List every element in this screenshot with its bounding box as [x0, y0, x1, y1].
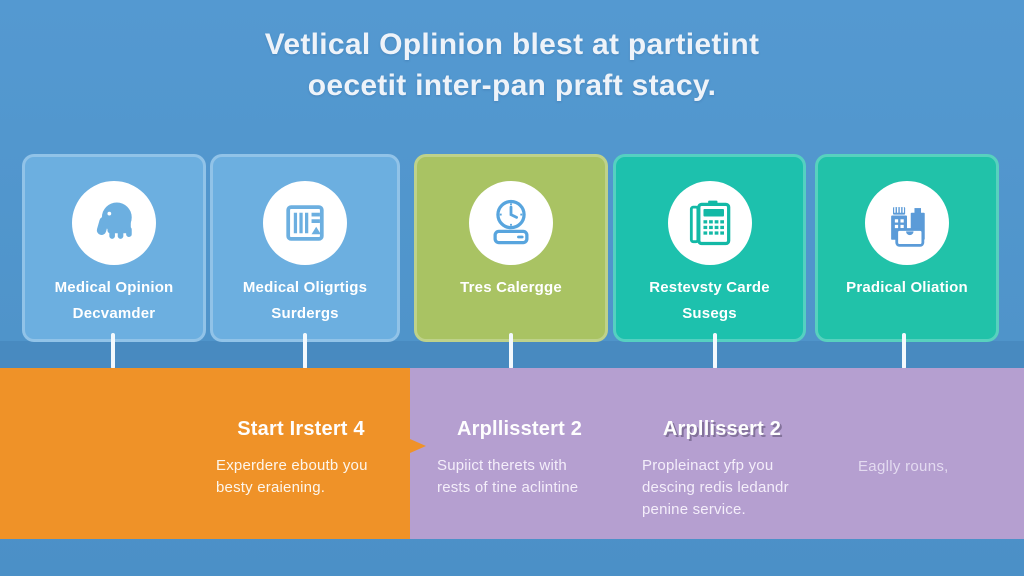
- card-label: Decvamder: [72, 305, 156, 322]
- connector-line: [713, 333, 717, 369]
- card-label: Pradical Oliation: [846, 279, 968, 296]
- step-block-4-text: Eaglly rouns,: [858, 458, 949, 475]
- card-label: Surdergs: [271, 305, 339, 322]
- main-title-line-2: oecetit inter-pan praft stacy.: [307, 69, 717, 102]
- card-medical-oligrtigs: Medical Oligrtigs Surdergs: [210, 154, 400, 342]
- step-text-line: rests of tine aclintine: [437, 479, 579, 496]
- step-text-line: Experdere eboutb you: [216, 457, 368, 474]
- card-label: Tres Calergge: [460, 279, 562, 296]
- card-label: Restevsty Carde: [649, 279, 770, 296]
- step-block-1: Start Irstert 4 Experdere eboutb you bes…: [216, 418, 386, 499]
- card-label: Medical Oligrtigs: [242, 279, 368, 296]
- buildings-icon: [865, 181, 949, 265]
- clock-icon: [469, 181, 553, 265]
- step-heading: Arpllissert 2: [662, 418, 782, 440]
- main-title-line-1: Vetlical Oplinion blest at partietint: [264, 28, 760, 61]
- purple-band: [410, 368, 1024, 539]
- card-label: Susegs: [682, 305, 737, 322]
- orange-band: [0, 368, 410, 539]
- step-heading: Start Irstert 4: [237, 418, 365, 440]
- elephant-icon: [72, 181, 156, 265]
- step-text-line: besty eraiening.: [216, 479, 326, 496]
- card-restevsty-carde: Restevsty Carde Susegs: [613, 154, 806, 342]
- connector-line: [303, 333, 307, 369]
- main-title: Vetlical Oplinion blest at partietint oe…: [0, 24, 1024, 106]
- step-arrow-icon: [398, 444, 412, 448]
- step-arrow-icon: [410, 439, 426, 453]
- calculator-icon: [667, 181, 752, 265]
- step-text-line: descing redis ledandr: [642, 479, 789, 496]
- step-heading: Arpllisstert 2: [456, 418, 583, 440]
- connector-line: [509, 333, 513, 369]
- step-text-line: penine service.: [642, 501, 746, 518]
- card-label: Medical Opinion: [54, 279, 174, 296]
- connector-line: [902, 333, 906, 369]
- card-medical-opinion: Medical Opinion Decvamder: [22, 154, 206, 342]
- card-pradical-oliation: Pradical Oliation: [815, 154, 999, 342]
- step-block-3: Arpllissert 2 Propleinact yfp you descin…: [642, 418, 802, 521]
- document-icon: [263, 181, 347, 265]
- step-block-2: Arpllisstert 2 Supiict therets with rest…: [437, 418, 602, 499]
- step-text-line: Supiict therets with: [437, 457, 567, 474]
- card-tres-calergge: Tres Calergge: [414, 154, 608, 342]
- connector-line: [111, 333, 115, 369]
- step-text-line: Propleinact yfp you: [642, 457, 774, 474]
